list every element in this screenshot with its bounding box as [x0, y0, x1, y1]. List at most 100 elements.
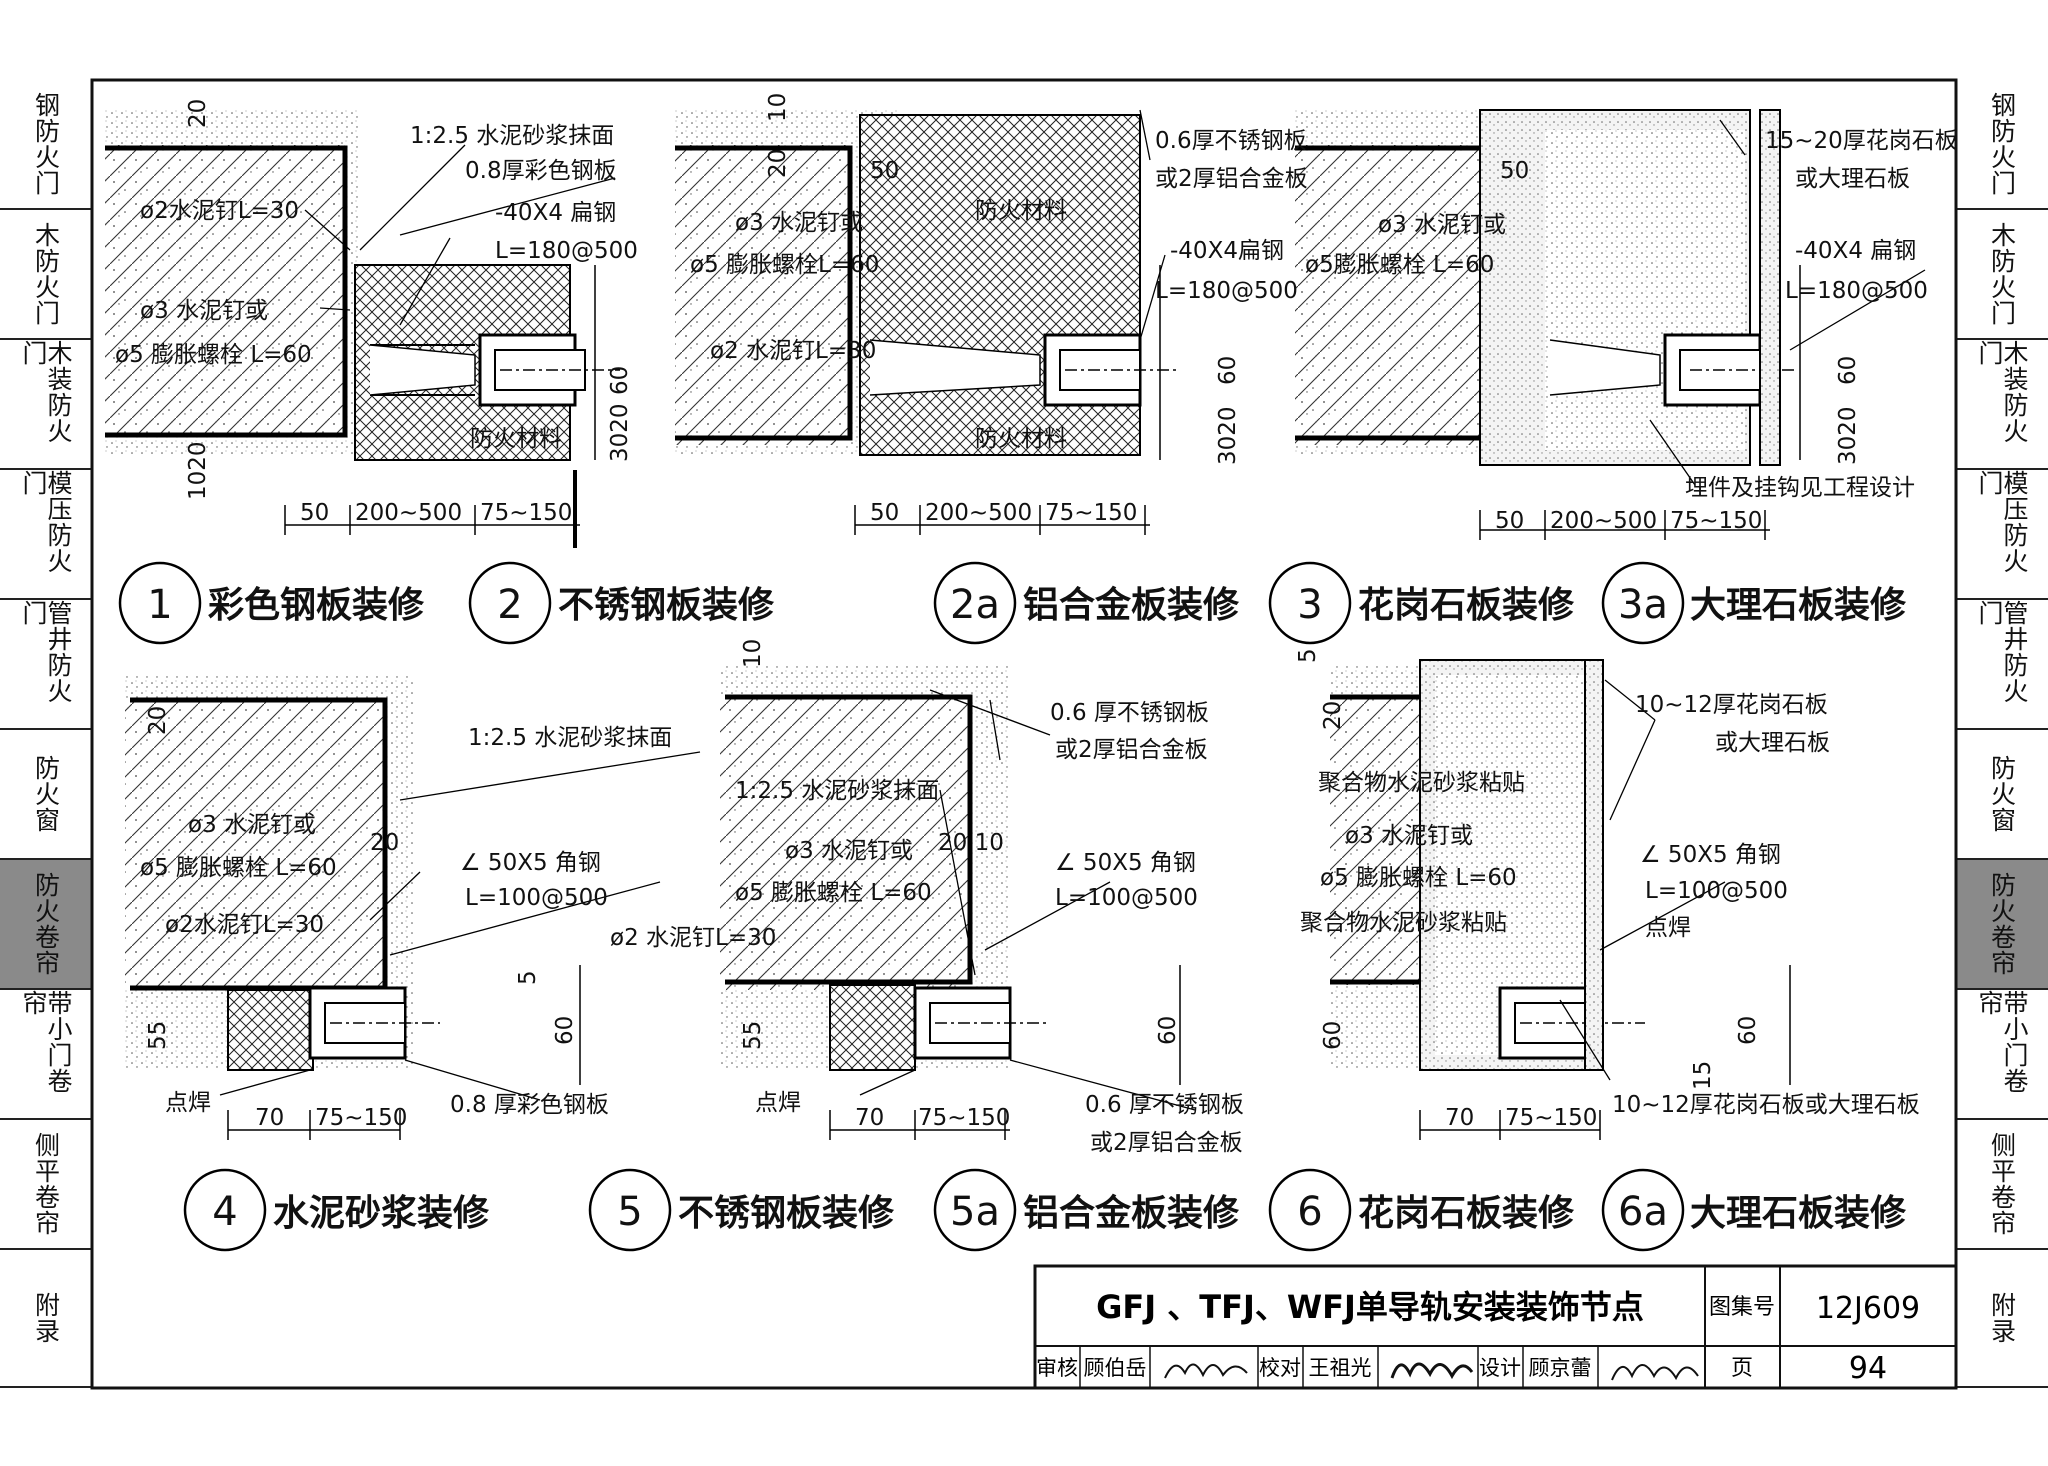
tab-label: 防火窗 — [1987, 755, 2017, 833]
dim-20-d4: 20 — [145, 706, 171, 735]
note-p5-angle: ∠ 50X5 角钢 — [1055, 850, 1196, 876]
left-category-tabs: 钢防火门木防火门木装防火门模压防火门管井防火门防火窗防火卷帘带小门卷帘侧平卷帘附… — [0, 80, 92, 1388]
tab-label: 防火卷帘 — [31, 872, 61, 976]
tab-label: 管井防火门 — [19, 600, 73, 704]
dim-75-d6: 75~150 — [1505, 1105, 1597, 1131]
dim-60-d5: 60 — [1155, 1016, 1181, 1045]
detail-1-number: 1 — [147, 582, 172, 628]
check-label: 校对 — [1259, 1356, 1301, 1380]
detail-5a-number: 5a — [950, 1189, 1000, 1235]
atlas-number: 12J609 — [1816, 1291, 1920, 1326]
tab-10[interactable]: 附录 — [1956, 1250, 2048, 1388]
detail-2-number: 2 — [497, 582, 522, 628]
dim-55-d5: 55 — [740, 1021, 766, 1050]
note-p2-fire: 防火材料 — [975, 426, 1067, 452]
review-label: 审核 — [1036, 1356, 1078, 1380]
note-p3-bolt: ø5膨胀螺栓 L=60 — [1305, 252, 1494, 278]
tab-label: 木装防火门 — [1975, 340, 2029, 444]
dim-60-d4: 60 — [552, 1016, 578, 1045]
tab-4[interactable]: 模压防火门 — [1956, 470, 2048, 600]
dim-200-d1: 200~500 — [355, 500, 462, 526]
dim-60-d6-r: 60 — [1735, 1016, 1761, 1045]
note-p1-flat-len: L=180@500 — [495, 238, 638, 264]
sheet-title: GFJ 、TFJ、WFJ单导轨安装装饰节点 — [1096, 1288, 1644, 1326]
note-p3-stone2: 或大理石板 — [1795, 166, 1910, 192]
tab-2[interactable]: 木防火门 — [0, 210, 92, 340]
tab-label: 侧平卷帘 — [1987, 1132, 2017, 1236]
tab-1[interactable]: 钢防火门 — [0, 80, 92, 210]
dim-15-d6: 15 — [1690, 1061, 1716, 1090]
note-p3-nail3: ø3 水泥钉或 — [1378, 212, 1506, 238]
dim-200-d3: 200~500 — [1550, 508, 1657, 534]
tab-label: 钢防火门 — [31, 92, 61, 196]
tab-9[interactable]: 侧平卷帘 — [0, 1120, 92, 1250]
tab-7[interactable]: 防火卷帘 — [0, 860, 92, 990]
detail-3a-title: 大理石板装修 — [1690, 585, 1907, 626]
dim-200-d2: 200~500 — [925, 500, 1032, 526]
dim-75-d4: 75~150 — [315, 1105, 407, 1131]
tab-9[interactable]: 侧平卷帘 — [1956, 1120, 2048, 1250]
note-p2-bolt: ø5 膨胀螺栓L=60 — [690, 252, 879, 278]
tab-6[interactable]: 防火窗 — [0, 730, 92, 860]
tab-label: 木装防火门 — [19, 340, 73, 444]
detail-2a-number: 2a — [950, 582, 1000, 628]
note-p3-flat: -40X4 扁钢 — [1795, 238, 1916, 264]
tab-1[interactable]: 钢防火门 — [1956, 80, 2048, 210]
title-block: GFJ 、TFJ、WFJ单导轨安装装饰节点 图集号 12J609 审核 顾伯岳 … — [1033, 1264, 1958, 1390]
note-p5-plate: 0.6 厚不锈钢板 — [1050, 700, 1209, 726]
checker-signature — [1390, 1362, 1474, 1380]
detail-6-number: 6 — [1297, 1189, 1322, 1235]
note-p5-plate2: 或2厚铝合金板 — [1055, 737, 1208, 763]
detail-5a-title: 铝合金板装修 — [1023, 1192, 1240, 1234]
dim-70-d6: 70 — [1445, 1105, 1474, 1131]
note-p5-angle-len: L=100@500 — [1055, 885, 1198, 911]
note-p2-flat-len: L=180@500 — [1155, 278, 1298, 304]
dim-10-d2: 10 — [765, 93, 791, 122]
dim-60-d1: 60 — [607, 366, 633, 395]
detail-number-circles — [118, 561, 1685, 1252]
tab-6[interactable]: 防火窗 — [1956, 730, 2048, 860]
tab-label: 带小门卷帘 — [19, 990, 73, 1094]
note-p1-nail3: ø3 水泥钉或 — [140, 298, 268, 324]
detail-6-dimensions — [1419, 965, 1791, 1140]
tab-5[interactable]: 管井防火门 — [0, 600, 92, 730]
tab-3[interactable]: 木装防火门 — [1956, 340, 2048, 470]
note-p6-weld: 点焊 — [1645, 915, 1691, 941]
page-label: 页 — [1731, 1356, 1753, 1381]
dim-5-d6: 5 — [1295, 648, 1321, 663]
note-p5-weld: 点焊 — [755, 1090, 801, 1116]
tab-2[interactable]: 木防火门 — [1956, 210, 2048, 340]
dim-20-d1: 20 — [185, 99, 211, 128]
tab-10[interactable]: 附录 — [0, 1250, 92, 1388]
dim-60-d2: 60 — [1215, 356, 1241, 385]
note-p5-bolt: ø5 膨胀螺栓 L=60 — [735, 880, 932, 906]
detail-1-dimensions — [284, 265, 596, 535]
tab-4[interactable]: 模压防火门 — [0, 470, 92, 600]
dim-50-d3-top: 50 — [1500, 158, 1529, 184]
dim-50-d2: 50 — [870, 500, 899, 526]
tab-7[interactable]: 防火卷帘 — [1956, 860, 2048, 990]
dim-70-d5: 70 — [855, 1105, 884, 1131]
note-p6-angle-len: L=100@500 — [1645, 878, 1788, 904]
note-p3-stone: 15~20厚花岗石板 — [1765, 128, 1958, 154]
note-p6-bolt: ø5 膨胀螺栓 L=60 — [1320, 865, 1517, 891]
note-p4-plate: 0.8 厚彩色钢板 — [450, 1092, 609, 1118]
tab-8[interactable]: 带小门卷帘 — [1956, 990, 2048, 1120]
tab-5[interactable]: 管井防火门 — [1956, 600, 2048, 730]
designer-name: 顾京蕾 — [1529, 1356, 1592, 1380]
tab-8[interactable]: 带小门卷帘 — [0, 990, 92, 1120]
note-p2-flat: -40X4扁钢 — [1170, 238, 1284, 264]
note-p6-glue2: 聚合物水泥砂浆粘贴 — [1300, 910, 1507, 936]
note-p1-plate: 0.8厚彩色钢板 — [465, 158, 617, 184]
dim-20-d4-mid: 20 — [370, 830, 399, 856]
detail-4-number: 4 — [212, 1189, 237, 1235]
note-p2-plate: 0.6厚不锈钢板 — [1155, 128, 1307, 154]
detail-2a-title: 铝合金板装修 — [1023, 584, 1240, 626]
detail-4-title: 水泥砂浆装修 — [273, 1193, 490, 1234]
note-p6-stone-b: 10~12厚花岗石板或大理石板 — [1612, 1092, 1920, 1118]
design-label: 设计 — [1479, 1356, 1521, 1380]
dim-3020-d2: 3020 — [1215, 406, 1241, 465]
detail-5-dimensions — [829, 965, 1181, 1140]
tab-3[interactable]: 木装防火门 — [0, 340, 92, 470]
